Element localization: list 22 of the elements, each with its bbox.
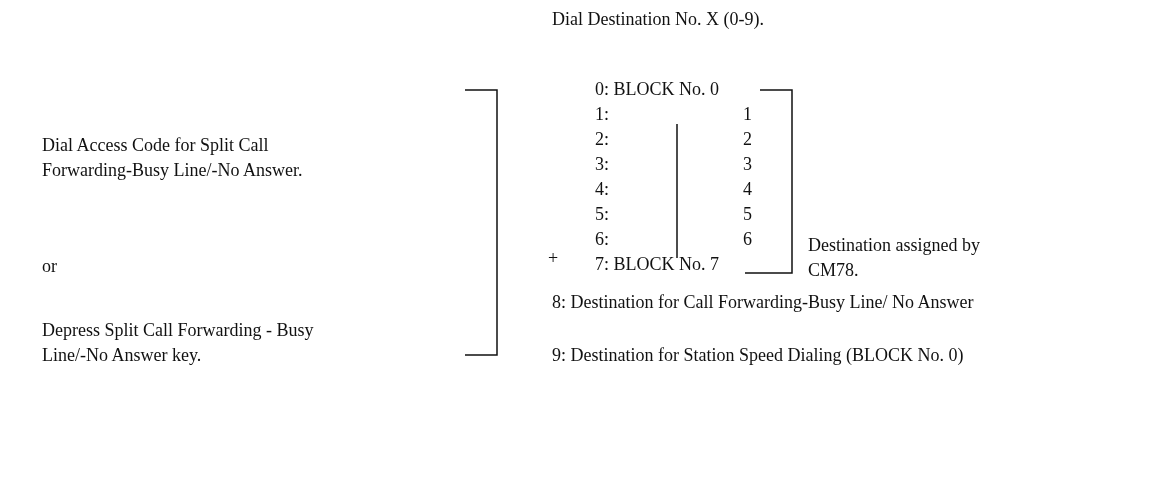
plus-sign: + xyxy=(548,247,559,270)
list-item: 8: Destination for Call Forwarding-Busy Line/ No Answer xyxy=(552,291,975,314)
connector-word: or xyxy=(42,255,57,278)
list-number: 6 xyxy=(743,228,752,251)
note-text: Destination assigned by CM78. xyxy=(808,234,981,282)
instruction-text: Depress Split Call Forwarding - Busy Line/-No Answer key. xyxy=(42,319,315,367)
list-number: 5: xyxy=(595,203,609,226)
list-number: 1: xyxy=(595,103,609,126)
instruction-text: Dial Destination No. X (0-9). xyxy=(552,8,764,31)
list-number: 2: xyxy=(595,128,609,151)
list-item: 9: Destination for Station Speed Dialing (BLOCK No. 0) xyxy=(552,344,965,367)
list-number: 6: xyxy=(595,228,609,251)
list-number: 5 xyxy=(743,203,752,226)
list-number: 3: xyxy=(595,153,609,176)
list-item: 0: BLOCK No. 0 xyxy=(595,78,719,101)
list-item: 7: BLOCK No. 7 xyxy=(595,253,719,276)
list-number: 4 xyxy=(743,178,752,201)
list-number: 3 xyxy=(743,153,752,176)
list-number: 2 xyxy=(743,128,752,151)
list-number: 4: xyxy=(595,178,609,201)
list-number: 1 xyxy=(743,103,752,126)
instruction-text: Dial Access Code for Split Call Forwarding-Busy Line/-No Answer. xyxy=(42,134,304,182)
